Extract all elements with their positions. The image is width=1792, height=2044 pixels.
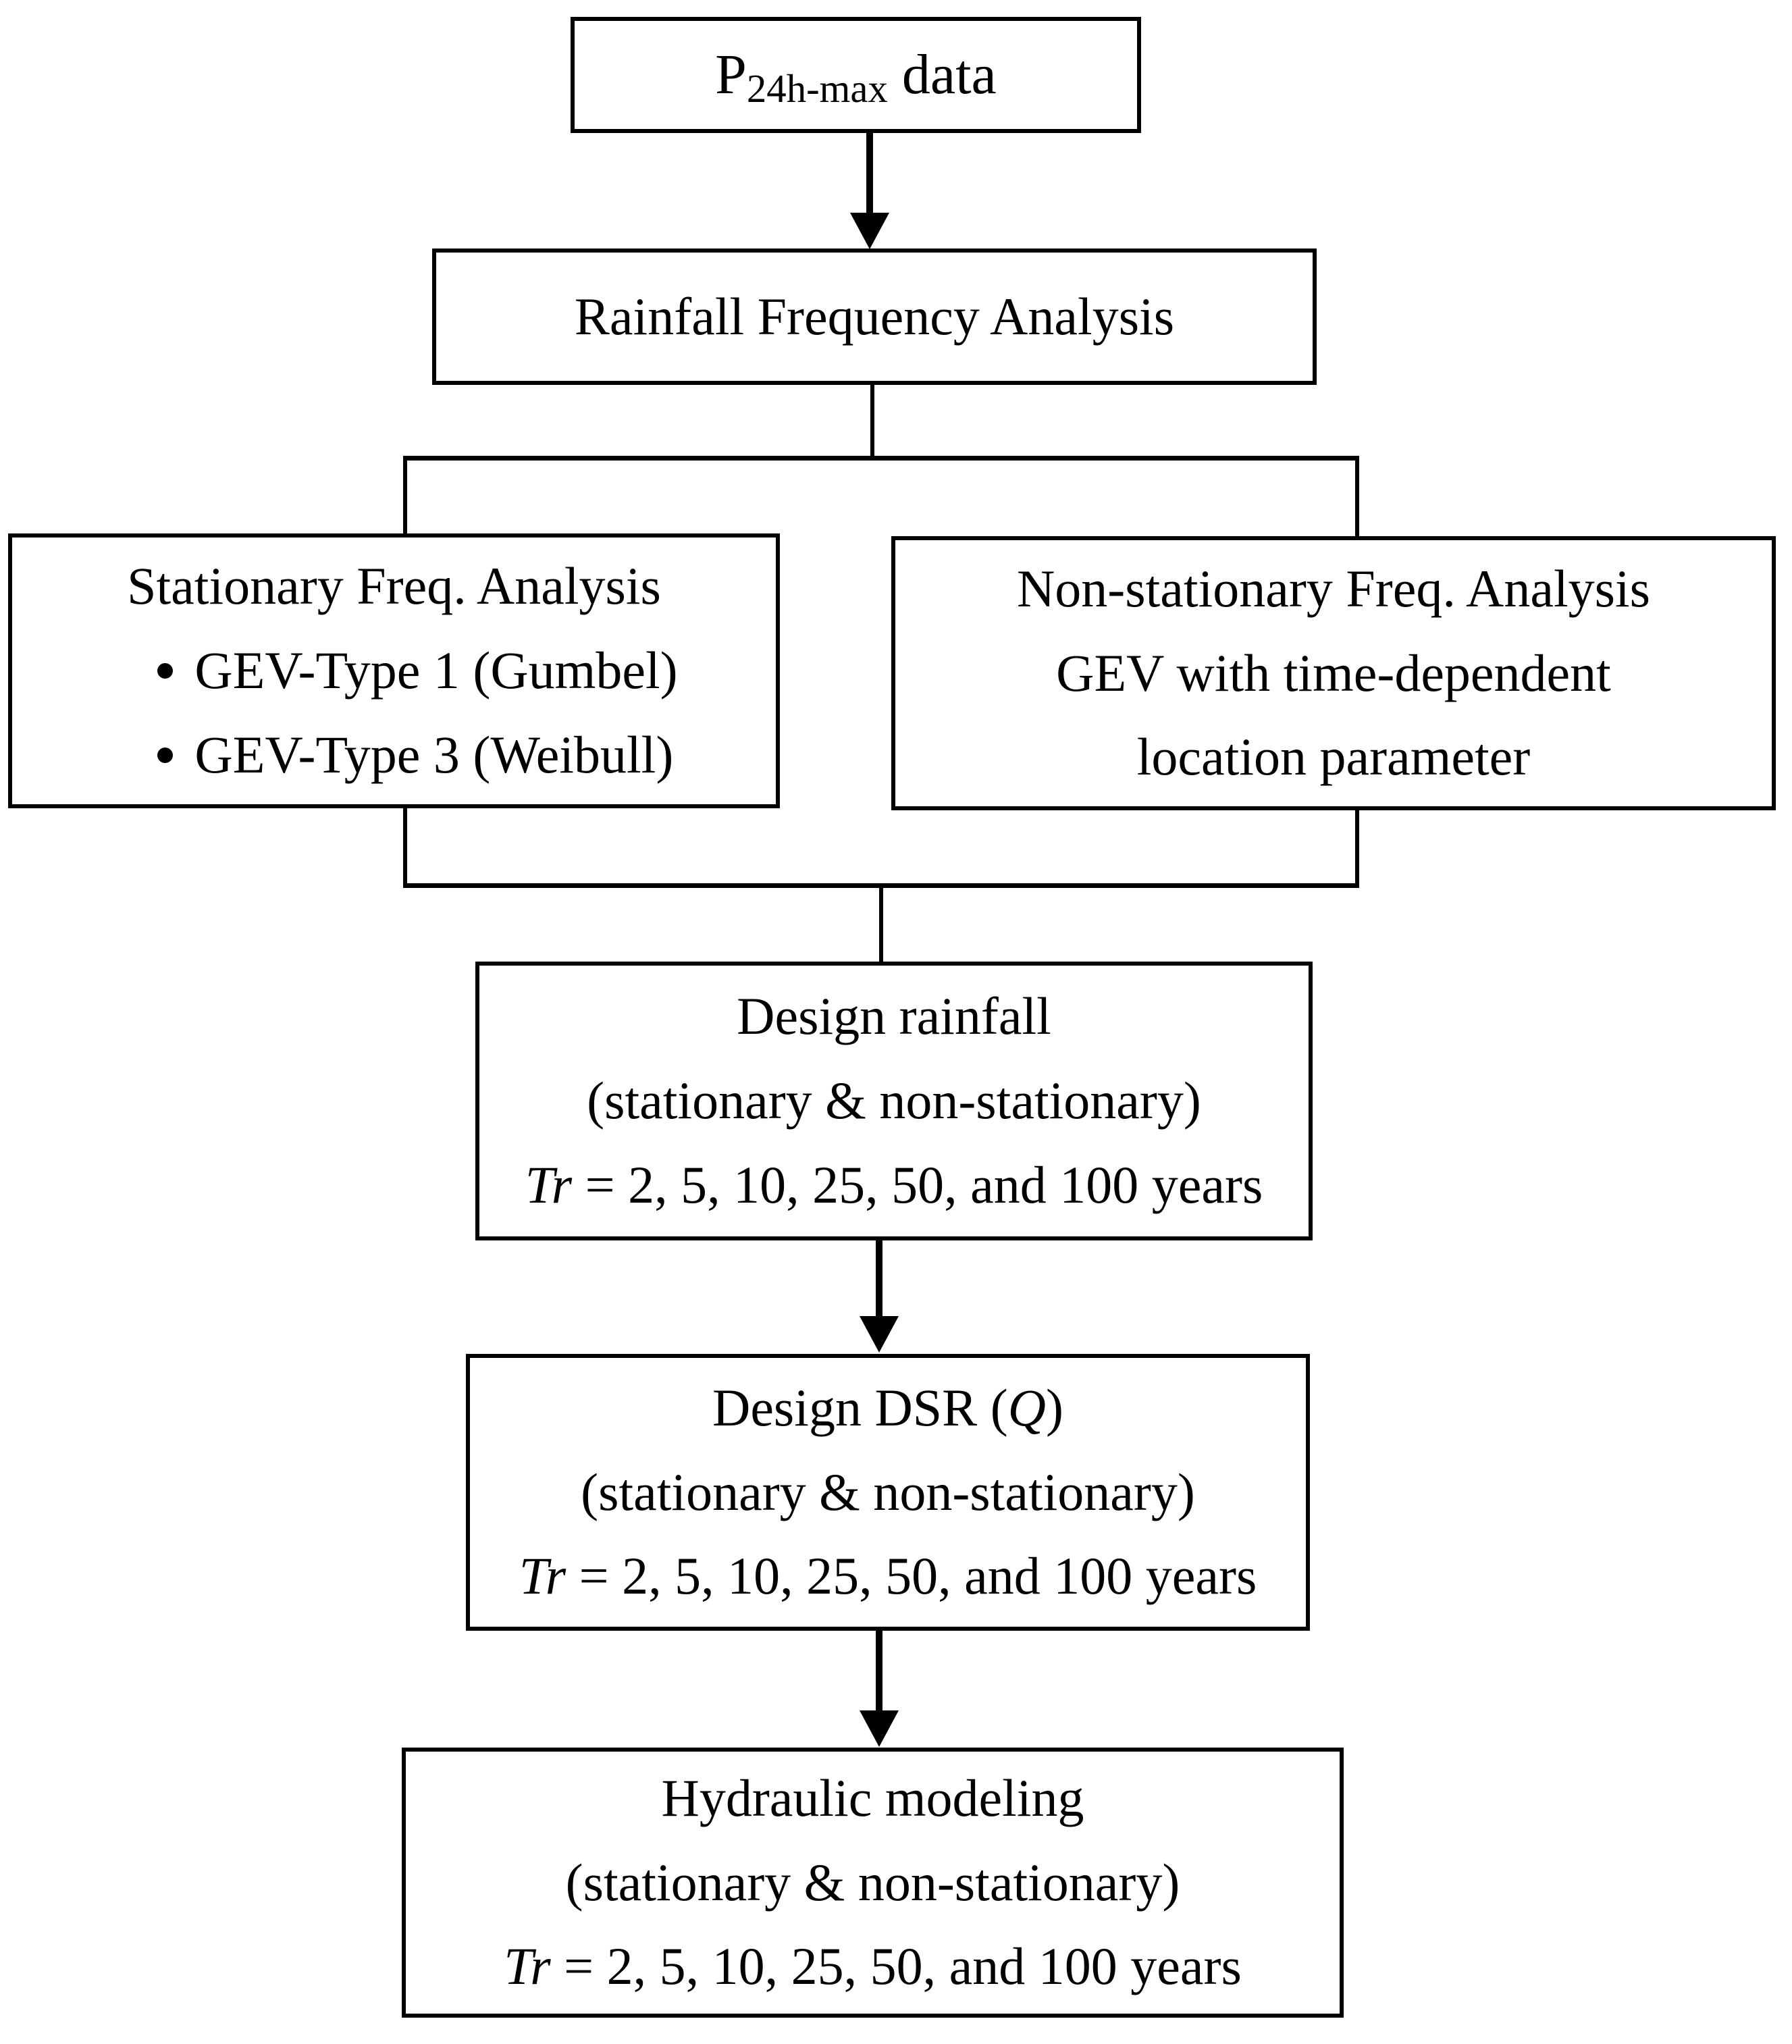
p-symbol: P [715, 43, 747, 106]
node-hydraulic-modeling: Hydraulic modeling (stationary & non-sta… [402, 1748, 1344, 2018]
tr-values: = 2, 5, 10, 25, 50, and 100 years [572, 1155, 1263, 1214]
tr-symbol: Tr [504, 1937, 551, 1996]
hydraulic-line-2: (stationary & non-stationary) [565, 1852, 1180, 1912]
p-subscript: 24h-max [746, 66, 888, 111]
design-rainfall-tr-line: Tr = 2, 5, 10, 25, 50, and 100 years [525, 1143, 1263, 1228]
hydraulic-tr-line: Tr = 2, 5, 10, 25, 50, and 100 years [504, 1924, 1242, 2009]
q-symbol: Q [1007, 1378, 1047, 1437]
stationary-bullet-list: GEV-Type 1 (Gumbel) GEV-Type 3 (Weibull) [157, 629, 678, 797]
connector-split-to-stationary [403, 461, 407, 536]
node-nonstationary-freq-analysis: Non-stationary Freq. Analysis GEV with t… [891, 536, 1776, 810]
node-stationary-freq-analysis: Stationary Freq. Analysis GEV-Type 1 (Gu… [8, 533, 780, 808]
connector-rfa-to-split [870, 385, 874, 458]
connector-split-horizontal [403, 456, 1359, 461]
list-item-label: GEV-Type 3 (Weibull) [194, 725, 674, 784]
design-dsr-line-1: Design DSR (Q) [712, 1366, 1063, 1450]
design-rainfall-line-2: (stationary & non-stationary) [587, 1071, 1201, 1130]
design-dsr-line-2: (stationary & non-stationary) [581, 1462, 1195, 1521]
connector-split-to-nonstationary [1355, 461, 1359, 539]
tr-values: = 2, 5, 10, 25, 50, and 100 years [566, 1546, 1257, 1606]
tr-values: = 2, 5, 10, 25, 50, and 100 years [550, 1937, 1242, 1996]
list-item-gev-type1: GEV-Type 1 (Gumbel) [157, 629, 678, 713]
arrow-down-3-head-icon [860, 1710, 899, 1747]
hydraulic-line-1: Hydraulic modeling [661, 1768, 1084, 1827]
list-item-label: GEV-Type 1 (Gumbel) [194, 641, 678, 700]
design-rainfall-line-1: Design rainfall [737, 987, 1051, 1046]
p-suffix: data [887, 43, 997, 106]
arrow-down-1-head-icon [850, 213, 889, 249]
design-dsr-tr-line: Tr = 2, 5, 10, 25, 50, and 100 years [519, 1534, 1257, 1619]
design-dsr-post: ) [1046, 1378, 1063, 1437]
node-p24h-max-data-label: P24h-max data [715, 30, 997, 121]
arrow-down-2-shaft [876, 1240, 882, 1319]
connector-merge-horizontal [403, 883, 1359, 888]
node-design-rainfall: Design rainfall (stationary & non-statio… [475, 962, 1313, 1240]
bullet-icon [157, 747, 174, 763]
node-p24h-max-data: P24h-max data [571, 17, 1141, 133]
stationary-title: Stationary Freq. Analysis [127, 556, 661, 616]
tr-symbol: Tr [519, 1546, 566, 1606]
node-rainfall-frequency-analysis: Rainfall Frequency Analysis [432, 248, 1317, 385]
connector-stationary-to-merge [403, 808, 407, 885]
tr-symbol: Tr [525, 1155, 573, 1214]
nonstationary-line-2: GEV with time-dependent [1056, 643, 1611, 702]
node-design-dsr: Design DSR (Q) (stationary & non-station… [466, 1354, 1310, 1631]
connector-merge-to-design-rainfall [879, 888, 883, 963]
arrow-down-1-shaft [866, 133, 873, 217]
list-item-gev-type3: GEV-Type 3 (Weibull) [157, 713, 677, 797]
nonstationary-line-1: Non-stationary Freq. Analysis [1016, 558, 1651, 618]
arrow-down-3-shaft [876, 1631, 882, 1713]
connector-nonstationary-to-merge [1355, 810, 1359, 885]
bullet-icon [157, 662, 174, 679]
design-dsr-pre: Design DSR ( [712, 1378, 1008, 1437]
nonstationary-line-3: location parameter [1136, 727, 1531, 787]
node-rainfall-frequency-analysis-label: Rainfall Frequency Analysis [574, 286, 1175, 346]
arrow-down-2-head-icon [860, 1316, 899, 1353]
